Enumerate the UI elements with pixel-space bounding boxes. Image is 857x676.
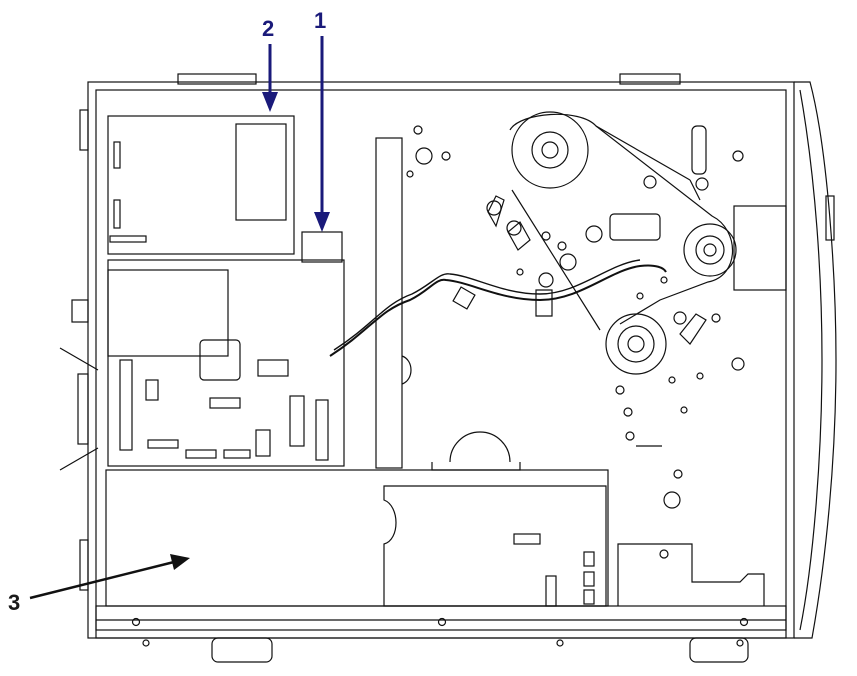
foot-left (211, 637, 273, 663)
callout-label-3: 3 (8, 590, 21, 615)
foot-right (689, 637, 749, 663)
ribbon-takeup-spindle (683, 223, 737, 277)
cable-harness (329, 264, 667, 357)
callout-arrow-1 (314, 36, 330, 232)
callout-label-1: 1 (314, 8, 327, 33)
ribbon-supply-spindle (511, 111, 589, 189)
callout-label-2: 2 (262, 16, 275, 41)
enclosure-outline (87, 81, 795, 639)
lower-compartment (105, 469, 609, 607)
enclosure-inner (95, 89, 787, 631)
top-tab-left (177, 73, 257, 85)
main-logic-board (107, 115, 295, 255)
lower-cover-plate (383, 485, 607, 607)
callout-arrow-2 (262, 44, 278, 112)
media-roller (605, 313, 667, 375)
bottom-rail (95, 605, 787, 639)
center-divider (375, 137, 403, 469)
callout-arrow-3 (29, 554, 190, 600)
top-tab-right (619, 73, 681, 85)
front-panel (794, 81, 837, 639)
interface-board (107, 259, 345, 467)
